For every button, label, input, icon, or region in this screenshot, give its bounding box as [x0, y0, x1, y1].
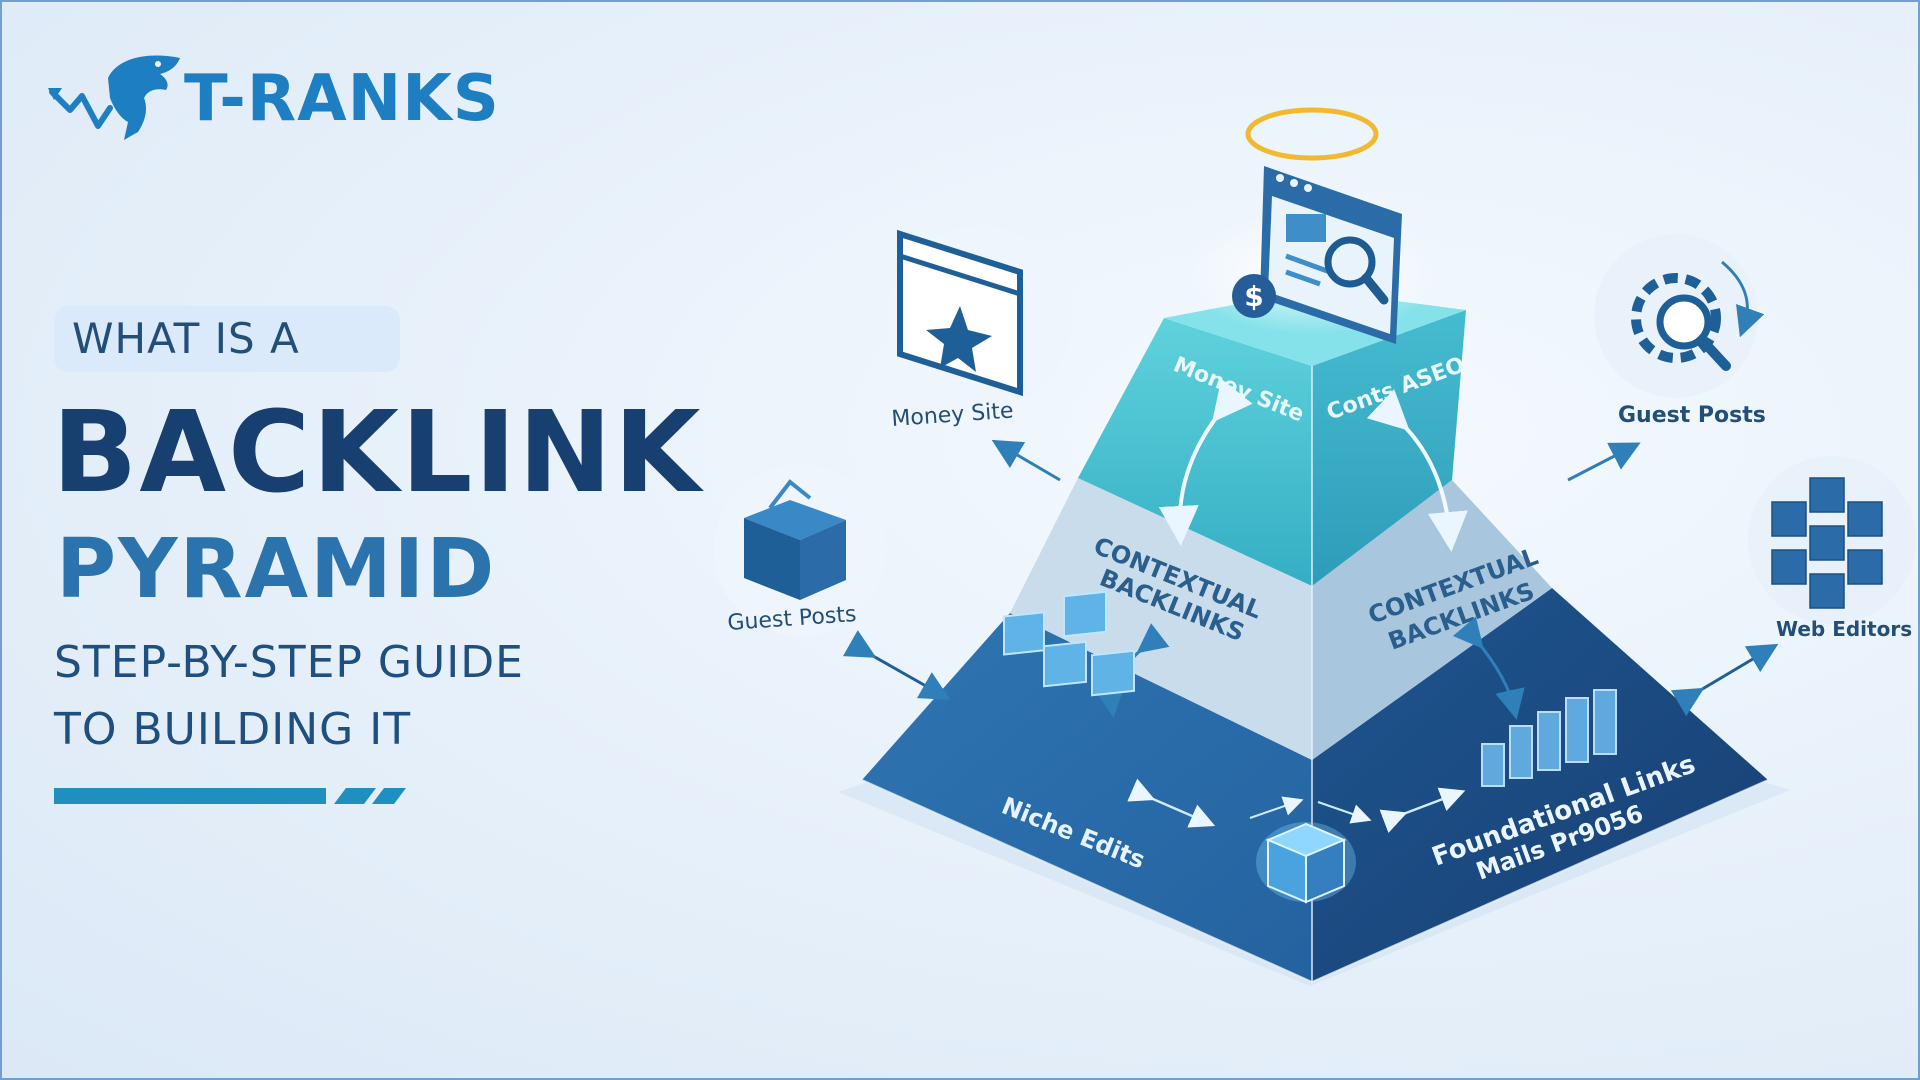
headline-title: BACKLINK: [52, 388, 703, 518]
brand-name: T-RANKS: [184, 62, 500, 136]
cubes-cluster-icon: [1003, 590, 1135, 697]
brand-logo[interactable]: T-RANKS: [48, 48, 500, 148]
tagline-line-1: STEP-BY-STEP GUIDE: [54, 637, 524, 688]
bar-blocks-icon: [1481, 689, 1617, 787]
gear-search-icon: [1631, 260, 1765, 371]
accent-underline: [54, 788, 406, 804]
tier-base-right: [1312, 588, 1768, 982]
glowing-cube-icon: [1256, 822, 1356, 904]
tier-base-left: [862, 613, 1312, 982]
browser-star-icon: [897, 229, 1023, 397]
tagline-line-2: TO BUILDING IT: [54, 704, 412, 755]
svg-text:$: $: [1244, 280, 1263, 313]
kicker-text: WHAT IS A: [72, 314, 300, 363]
tier-middle-left: [1010, 478, 1312, 760]
box-cube-icon: [744, 479, 846, 600]
headline-subtitle: PYRAMID: [56, 522, 497, 617]
trex-logo-icon: [48, 55, 180, 140]
halo-icon: [1245, 107, 1379, 161]
kicker-pill: WHAT IS A: [54, 306, 400, 372]
satellite-guest-posts-right-label: Guest Posts: [1618, 403, 1766, 428]
satellite-web-editors-label: Web Editors: [1776, 617, 1912, 641]
satellite-money-site-label: Money Site: [891, 399, 1015, 432]
money-site-monitor-icon: $: [1232, 166, 1402, 344]
cubes-grid-icon: [1771, 477, 1883, 609]
